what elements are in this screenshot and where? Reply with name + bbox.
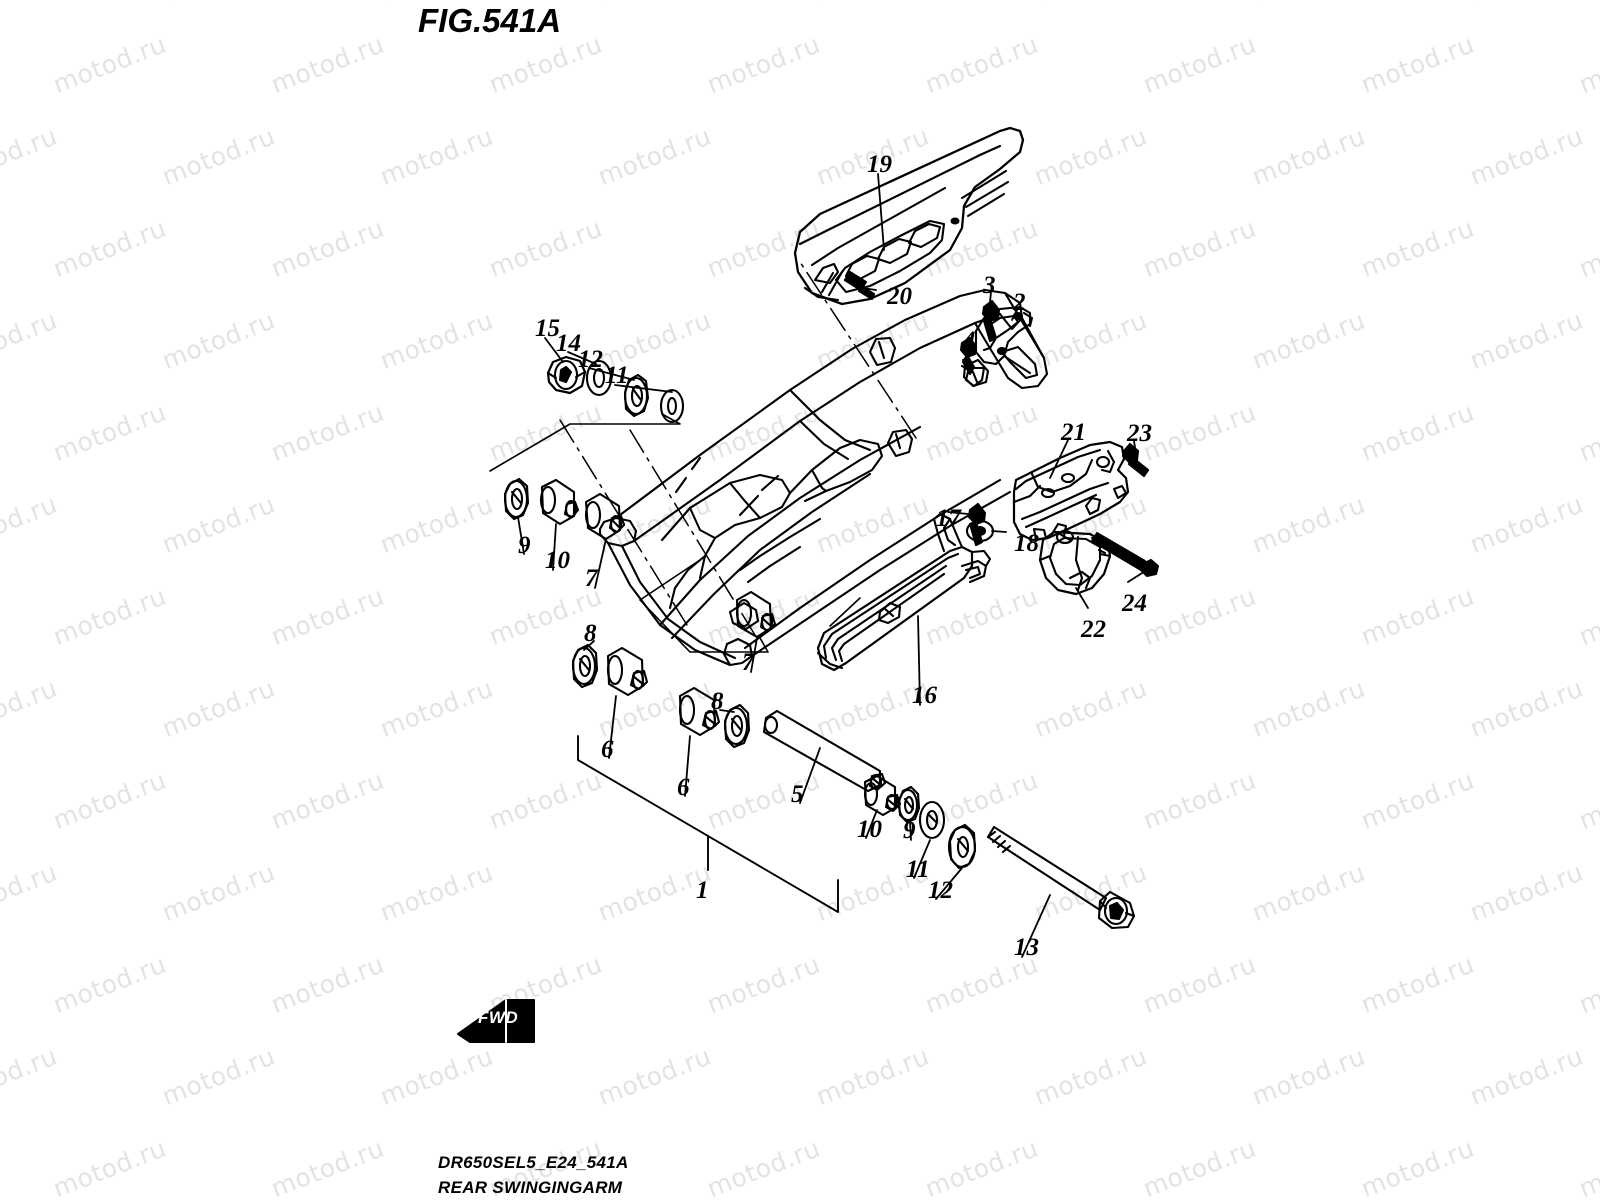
callout-brake-hose-bracket-21: 21 [1061, 419, 1086, 446]
part-6a-bearing [606, 646, 649, 697]
callout-bearing-6a: 6 [601, 736, 614, 763]
callout-bolt-4: 4 [963, 327, 976, 354]
part-11a-washer [659, 388, 685, 424]
callout-dust-seal-12b: 12 [928, 877, 953, 904]
page-title: FIG.541A [418, 2, 562, 39]
part-3-bolt [981, 299, 1001, 343]
part-20-screw [843, 270, 876, 301]
part-10b-spacer [863, 774, 902, 817]
part-5-spacer-tube [762, 709, 887, 793]
part-19-chain-guard [793, 126, 1025, 306]
callout-oil-seal-9b: 9 [903, 817, 916, 844]
part-11b-washer [918, 800, 946, 840]
part-22-guard-plate [1038, 530, 1112, 596]
fwd-marker [457, 999, 535, 1043]
callout-spacer-10b: 10 [857, 816, 882, 843]
part-12a-dust-seal [623, 373, 650, 418]
callout-dust-seal-12a: 12 [578, 346, 603, 373]
part-16-chain-buffer [816, 512, 992, 672]
callout-chain-guard-upper-19: 19 [867, 151, 892, 178]
leader-assembly-1 [577, 735, 839, 913]
callout-pivot-shaft-13: 13 [1014, 934, 1039, 961]
part-7a-bushing [584, 492, 626, 541]
part-7b-bushing [735, 590, 777, 639]
callout-washer-14: 14 [556, 330, 581, 357]
callout-washer-11b: 11 [906, 856, 930, 883]
callout-nut-15: 15 [535, 315, 560, 342]
part-12b-dust-seal [947, 823, 977, 870]
footer-name: REAR SWINGINGARM [438, 1178, 623, 1197]
part-9a-oil-seal [503, 477, 530, 521]
callout-guard-plate-22: 22 [1081, 616, 1106, 643]
callout-bolt-24: 24 [1122, 590, 1147, 617]
part-2-chain-guide-hook [974, 305, 1034, 366]
part-9b-oil-seal [897, 785, 921, 824]
callout-swingarm-assembly-1: 1 [696, 877, 709, 904]
callout-bolt-23: 23 [1127, 420, 1152, 447]
callout-bushing-7a: 7 [585, 565, 598, 592]
callout-washer-18: 18 [1014, 530, 1039, 557]
leader-lines [517, 173, 1151, 958]
part-1-swingarm-assembly [598, 288, 1049, 667]
callout-bolt-17: 17 [936, 505, 961, 532]
callout-screw-20: 20 [887, 283, 912, 310]
part-8b-oil-seal [723, 703, 751, 749]
callout-oil-seal-9a: 9 [518, 532, 531, 559]
centerlines [559, 261, 917, 641]
callout-bushing-7b: 7 [742, 649, 755, 676]
callout-chain-buffer-16: 16 [912, 682, 937, 709]
part-14-washer [585, 359, 613, 397]
footer-code: DR650SEL5_E24_541A [438, 1153, 629, 1172]
callout-bolt-3: 3 [983, 272, 996, 299]
part-8a-oil-seal [571, 643, 599, 689]
callout-spacer-tube-5: 5 [791, 781, 804, 808]
fwd-label: FWD [478, 1008, 519, 1027]
part-15-nut [546, 355, 587, 395]
callout-spacer-10a: 10 [545, 547, 570, 574]
part-6b-bearing [678, 686, 721, 737]
callout-chain-guide-hook-2: 2 [1013, 289, 1026, 316]
callout-oil-seal-8a: 8 [584, 620, 597, 647]
callout-washer-11a: 11 [605, 362, 629, 389]
callout-oil-seal-8b: 8 [711, 688, 724, 715]
part-13-pivot-shaft [986, 825, 1136, 930]
part-10a-spacer [539, 478, 580, 526]
part-21-brake-hose-bracket [1012, 440, 1130, 545]
callout-bearing-6b: 6 [677, 774, 690, 801]
